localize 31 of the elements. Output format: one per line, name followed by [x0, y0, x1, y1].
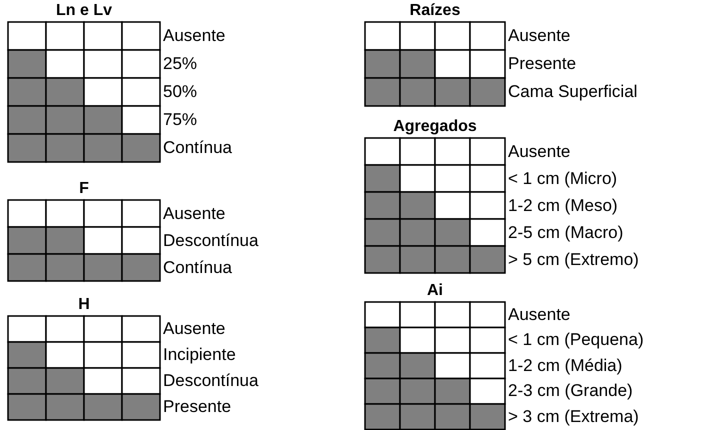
- table-title: Ai: [426, 282, 444, 300]
- row-label: Ausente: [508, 304, 570, 325]
- row-label: 75%: [163, 110, 198, 130]
- row-label: 1-2 cm (Média): [508, 356, 622, 376]
- row-label: 2-5 cm (Macro): [508, 222, 624, 242]
- row-label: Incipiente: [163, 345, 236, 365]
- table-title: Agregados: [392, 118, 478, 136]
- row-label: Presente: [163, 397, 232, 417]
- row-label: < 1 cm (Pequena): [508, 330, 644, 350]
- row-label: 25%: [163, 54, 198, 74]
- table-title: H: [77, 296, 91, 314]
- row-label: Ausente: [508, 142, 570, 162]
- row-label: < 1 cm (Micro): [508, 168, 618, 188]
- row-label: > 3 cm (Extrema): [508, 406, 639, 427]
- row-label: Descontínua: [163, 230, 258, 250]
- row-label: Descontínua: [163, 371, 258, 391]
- row-label: Contínua: [163, 138, 232, 158]
- table-title: Ln e Lv: [54, 2, 113, 20]
- row-label: Ausente: [508, 26, 570, 46]
- row-label: Ausente: [163, 204, 226, 224]
- row-label: Ausente: [163, 319, 226, 339]
- row-label: Ausente: [163, 26, 226, 46]
- table-title: F: [78, 180, 90, 198]
- row-label: > 5 cm (Extremo): [508, 250, 639, 270]
- row-label: Presente: [508, 54, 576, 74]
- row-label: Contínua: [163, 258, 232, 278]
- row-label: 2-3 cm (Grande): [508, 381, 633, 402]
- row-label: 1-2 cm (Meso): [508, 196, 618, 216]
- row-label: Cama Superficial: [508, 82, 638, 102]
- table-title: Raízes: [408, 2, 462, 20]
- row-label: 50%: [163, 82, 198, 102]
